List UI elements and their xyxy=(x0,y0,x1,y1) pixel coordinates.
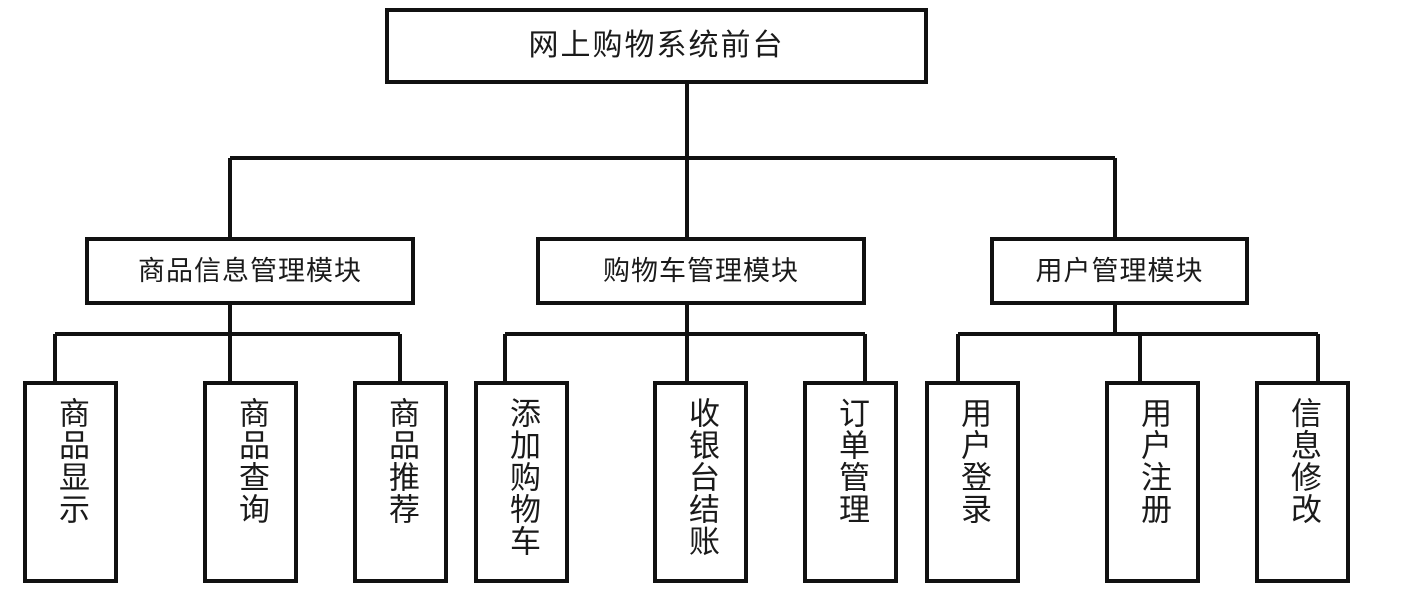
node-leaf-0-0[interactable]: 商品显示 xyxy=(23,381,118,583)
node-leaf-2-2[interactable]: 信息修改 xyxy=(1255,381,1350,583)
node-module-0-label: 商品信息管理模块 xyxy=(138,255,362,287)
node-leaf-0-1[interactable]: 商品查询 xyxy=(203,381,298,583)
node-root[interactable]: 网上购物系统前台 xyxy=(385,8,928,84)
node-module-1-label: 购物车管理模块 xyxy=(603,255,799,287)
node-leaf-0-2[interactable]: 商品推荐 xyxy=(353,381,448,583)
node-leaf-1-1[interactable]: 收银台结账 xyxy=(653,381,748,583)
node-leaf-1-1-label: 收银台结账 xyxy=(683,397,719,557)
node-leaf-1-2[interactable]: 订单管理 xyxy=(803,381,898,583)
node-leaf-1-2-label: 订单管理 xyxy=(833,397,869,525)
node-module-2[interactable]: 用户管理模块 xyxy=(990,237,1249,305)
node-module-0[interactable]: 商品信息管理模块 xyxy=(85,237,415,305)
node-module-2-label: 用户管理模块 xyxy=(1035,255,1204,287)
node-leaf-1-0-label: 添加购物车 xyxy=(504,397,540,557)
node-leaf-0-2-label: 商品推荐 xyxy=(383,397,419,525)
node-leaf-2-1-label: 用户注册 xyxy=(1135,397,1171,525)
node-leaf-2-0[interactable]: 用户登录 xyxy=(925,381,1020,583)
node-leaf-0-0-label: 商品显示 xyxy=(53,397,89,525)
node-leaf-0-1-label: 商品查询 xyxy=(233,397,269,525)
node-root-label: 网上购物系统前台 xyxy=(528,28,785,63)
node-leaf-1-0[interactable]: 添加购物车 xyxy=(474,381,569,583)
node-leaf-2-2-label: 信息修改 xyxy=(1285,397,1321,525)
node-leaf-2-1[interactable]: 用户注册 xyxy=(1105,381,1200,583)
node-module-1[interactable]: 购物车管理模块 xyxy=(536,237,866,305)
node-leaf-2-0-label: 用户登录 xyxy=(955,397,991,525)
